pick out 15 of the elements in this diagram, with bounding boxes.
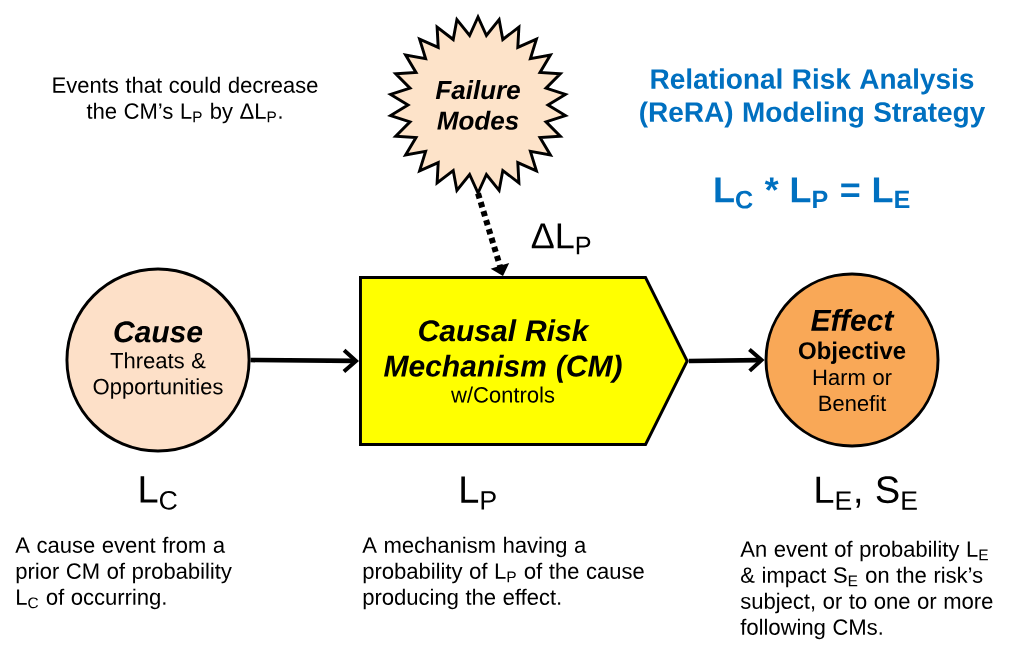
description-text: An event of probability L$_{E}$ & impact S$_{E}$ on the risk’s subject, or to one or more following CMs. — [740, 540, 993, 640]
title: Relational Risk Analysis (ReRA) Modeling Strategy — [640, 68, 986, 128]
circle-node: Effect Objective Harm or Benefit — [764, 272, 940, 448]
pentagon-arrow-box: Causal Risk Mechanism (CM) w/Controls — [359, 276, 689, 446]
formula-text: L$_{C}$ * L$_{P}$ = L$_{E}$ — [715, 177, 910, 209]
probability-label: L$_{C}$ — [140, 476, 177, 510]
description-text: A mechanism having a probability of L$_{P}$ of the cause producing the effect. — [362, 536, 644, 610]
probability-label: L$_{P}$ — [461, 476, 496, 510]
description-text: A cause event from a prior CM of probability L$_{C}$ of occurring. — [15, 536, 232, 610]
arrow — [250, 348, 359, 374]
probability-label: L$_{E}$, S$_{E}$ — [816, 476, 917, 510]
circle-node: Cause Threats & Opportunities — [65, 267, 251, 453]
note-text: Events that could decrease the CM’s L$_{P}$ by ΔL$_{P}$. — [53, 76, 318, 124]
arrow — [688, 348, 765, 373]
edge-label: ΔL$_{P}$ — [531, 223, 591, 255]
